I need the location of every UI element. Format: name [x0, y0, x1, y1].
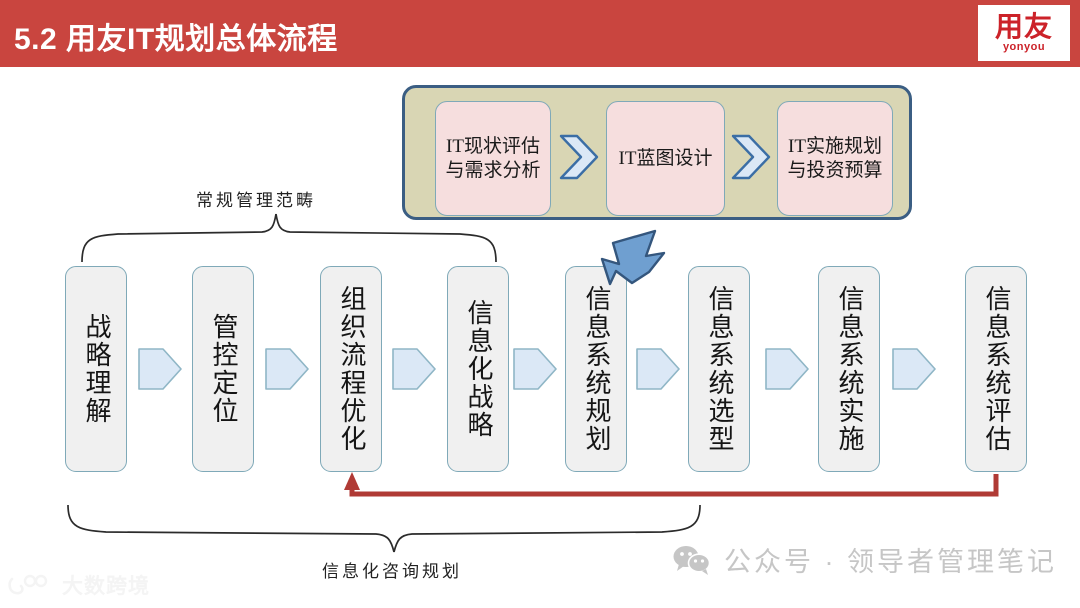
flow-step-label-1: 战略理解: [82, 313, 111, 425]
flow-step-box-5[interactable]: 信息系统规划: [565, 266, 627, 472]
bottom-brace: [67, 504, 701, 553]
flow-step-box-6[interactable]: 信息系统选型: [688, 266, 750, 472]
flow-step-label-7: 信息系统实施: [835, 285, 864, 453]
flow-step-box-7[interactable]: 信息系统实施: [818, 266, 880, 472]
flow-arrow-icon-7: [892, 348, 936, 390]
flow-step-label-2: 管控定位: [209, 313, 238, 425]
it-step-box-3[interactable]: IT实施规划与投资预算: [777, 101, 893, 216]
flow-step-box-8[interactable]: 信息系统评估: [965, 266, 1027, 472]
chevron-arrow-icon-2: [731, 134, 771, 180]
flow-step-label-8: 信息系统评估: [982, 285, 1011, 453]
flow-arrow-icon-4: [513, 348, 557, 390]
flow-step-box-1[interactable]: 战略理解: [65, 266, 127, 472]
top-brace-label: 常规管理范畴: [196, 191, 316, 210]
top-brace: [81, 213, 497, 263]
flow-step-box-4[interactable]: 信息化战略: [447, 266, 509, 472]
flow-step-box-2[interactable]: 管控定位: [192, 266, 254, 472]
source-watermark: 大数跨境: [8, 570, 150, 600]
it-step-label-3: IT实施规划与投资预算: [787, 136, 883, 181]
slide-header: 5.2 用友IT规划总体流程 用友 yonyou: [0, 0, 1080, 67]
bottom-brace-label: 信息化咨询规划: [322, 562, 462, 581]
wechat-watermark: 公众号 · 领导者管理笔记: [672, 540, 1057, 579]
it-step-label-1: IT现状评估与需求分析: [445, 136, 541, 181]
flow-arrow-icon-6: [765, 348, 809, 390]
yonyou-logo: 用友 yonyou: [978, 5, 1070, 61]
it-step-label-2: IT蓝图设计: [618, 147, 713, 169]
it-step-box-2[interactable]: IT蓝图设计: [606, 101, 725, 216]
feedback-line: [344, 472, 999, 497]
flow-arrow-icon-2: [265, 348, 309, 390]
flow-arrow-icon-5: [636, 348, 680, 390]
flow-step-label-3: 组织流程优化: [337, 285, 366, 453]
page-title: 5.2 用友IT规划总体流程: [14, 23, 338, 56]
flow-arrow-icon-3: [392, 348, 436, 390]
wechat-icon: [673, 545, 711, 575]
it-step-box-1[interactable]: IT现状评估与需求分析: [435, 101, 551, 216]
logo-cn-text: 用友: [994, 11, 1053, 42]
flow-arrow-icon-1: [138, 348, 182, 390]
flow-step-label-5: 信息系统规划: [582, 285, 611, 453]
flow-step-box-3[interactable]: 组织流程优化: [320, 266, 382, 472]
flow-step-label-4: 信息化战略: [464, 299, 493, 439]
flow-step-label-6: 信息系统选型: [705, 285, 734, 453]
it-planning-container: IT现状评估与需求分析 IT蓝图设计 IT实施规划与投资预算: [402, 85, 912, 220]
source-watermark-text: 大数跨境: [62, 575, 150, 598]
logo-en-text: yonyou: [1002, 41, 1046, 53]
wechat-watermark-text: 公众号 · 领导者管理笔记: [724, 547, 1057, 577]
chevron-arrow-icon-1: [559, 134, 599, 180]
dashukuajing-logo-icon: [8, 574, 48, 595]
